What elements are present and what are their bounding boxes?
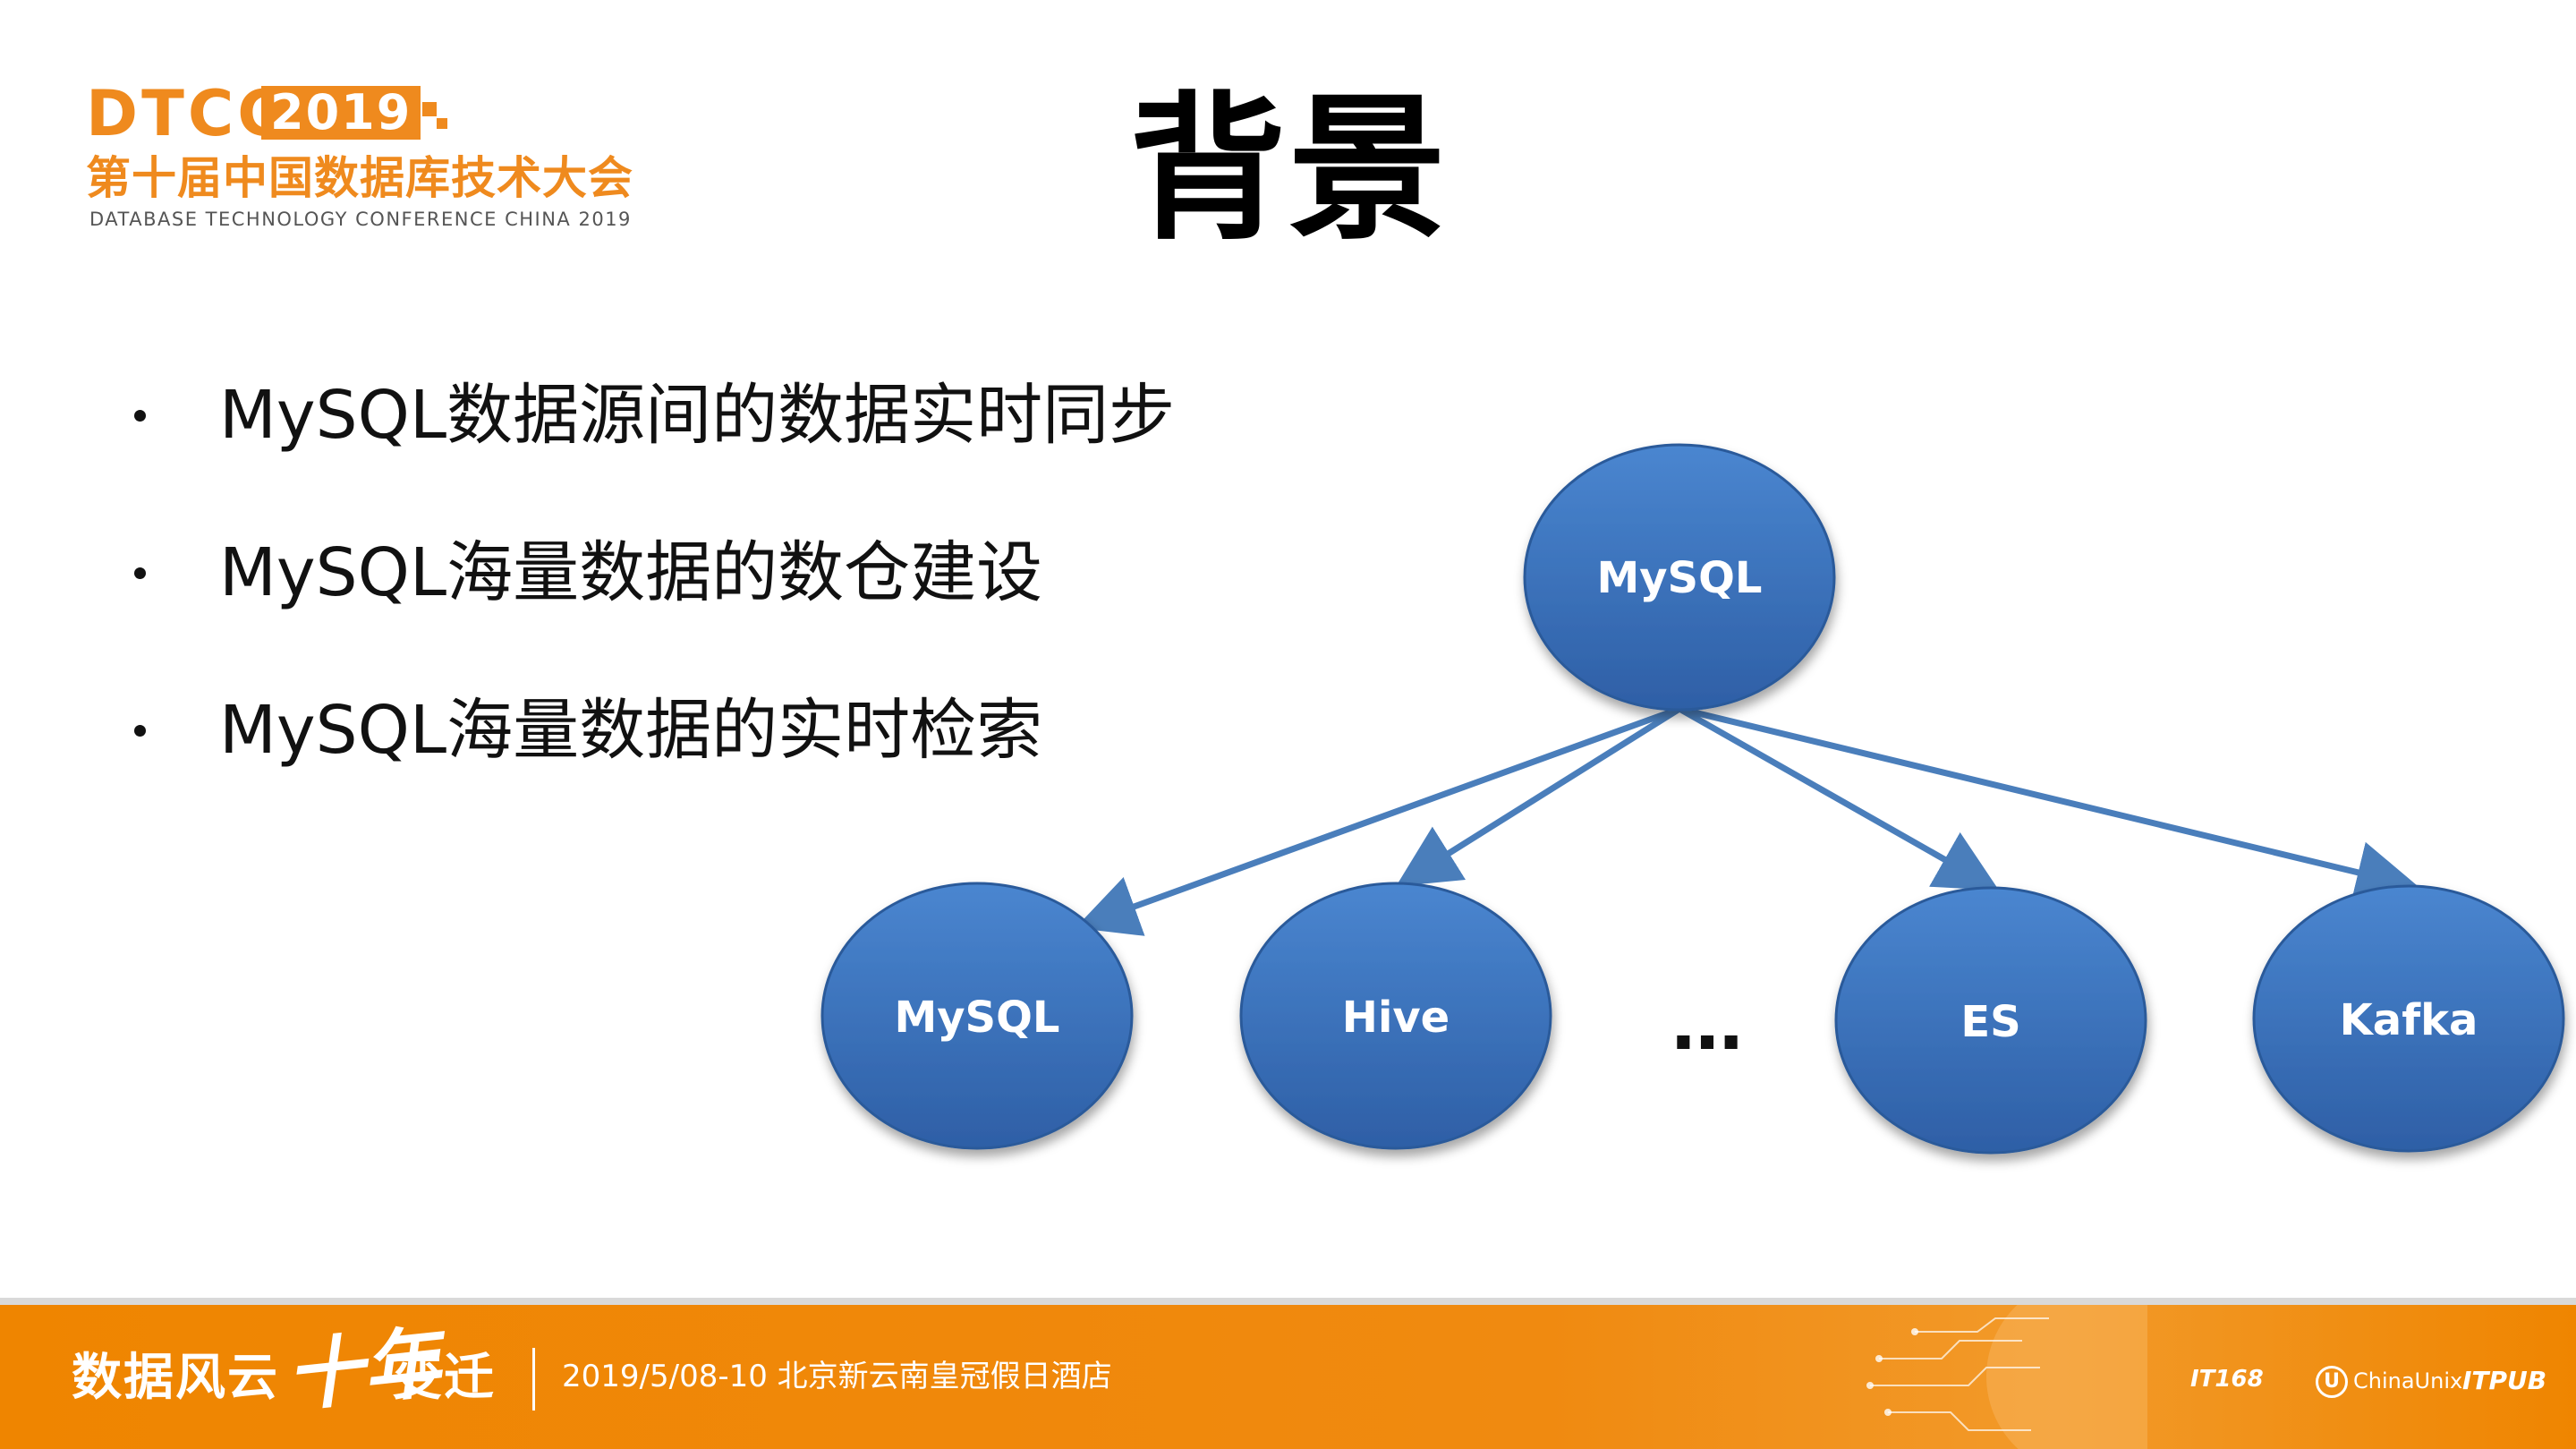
data-flow-diagram: MySQL MySQL Hive … ES Kafka [820, 443, 2565, 1155]
bullet-dot-icon [134, 725, 146, 737]
bullet-text: MySQL海量数据的数仓建设 [219, 534, 1043, 611]
node-es: ES [1834, 886, 2147, 1155]
footer-banner: 数据风云 十年 变迁 2019/5/08-10 北京新云南皇冠假日酒店 IT16… [0, 1305, 2576, 1449]
logo-chinese-name: 第十届中国数据库技术大会 [86, 152, 633, 204]
footer-slogan-part3: 变迁 [392, 1349, 496, 1407]
bullet-dot-icon [134, 410, 146, 422]
globe-circuit-decoration-icon [1866, 1305, 2147, 1449]
logo-year: 2019 [261, 86, 421, 140]
logo-square-decoration-small [437, 118, 447, 129]
sponsor-itpub-logo: ITPUB [2462, 1366, 2547, 1395]
node-mysql: MySQL [820, 882, 1134, 1150]
bullet-dot-icon [134, 567, 146, 579]
arrow-to-mysql [1075, 705, 1681, 936]
chinaunix-u-icon: U [2316, 1366, 2348, 1398]
arrow-to-hive [1396, 706, 1681, 887]
node-label: MySQL [894, 993, 1059, 1043]
node-label: Hive [1342, 993, 1450, 1043]
bullet-text: MySQL数据源间的数据实时同步 [219, 377, 1176, 454]
bullet-text: MySQL海量数据的实时检索 [219, 692, 1043, 769]
logo-square-decoration [422, 102, 437, 116]
footer-date-venue: 2019/5/08-10 北京新云南皇冠假日酒店 [562, 1359, 1112, 1394]
arrow-to-kafka [1679, 705, 2419, 903]
logo-brand: DTCC [86, 77, 287, 150]
node-root-mysql: MySQL [1523, 443, 1836, 712]
diagram-ellipsis: … [1671, 983, 1743, 1066]
sponsor-chinaunix-text: ChinaUnix [2353, 1368, 2463, 1394]
node-label: MySQL [1596, 553, 1762, 603]
conference-logo: DTCC 2019 第十届中国数据库技术大会 DATABASE TECHNOLO… [86, 82, 730, 234]
node-hive: Hive [1239, 882, 1552, 1150]
footer-divider-line [0, 1298, 2576, 1305]
sponsor-it168-logo: IT168 [2190, 1366, 2264, 1393]
node-kafka: Kafka [2252, 884, 2565, 1153]
footer-slogan-part1: 数据风云 [72, 1349, 279, 1407]
footer-vertical-divider [532, 1348, 535, 1411]
logo-english-name: DATABASE TECHNOLOGY CONFERENCE CHINA 201… [89, 209, 632, 230]
node-label: ES [1960, 997, 2020, 1047]
node-label: Kafka [2340, 995, 2478, 1045]
arrow-to-es [1678, 705, 2000, 891]
slide-title: 背景 [1128, 78, 1448, 261]
